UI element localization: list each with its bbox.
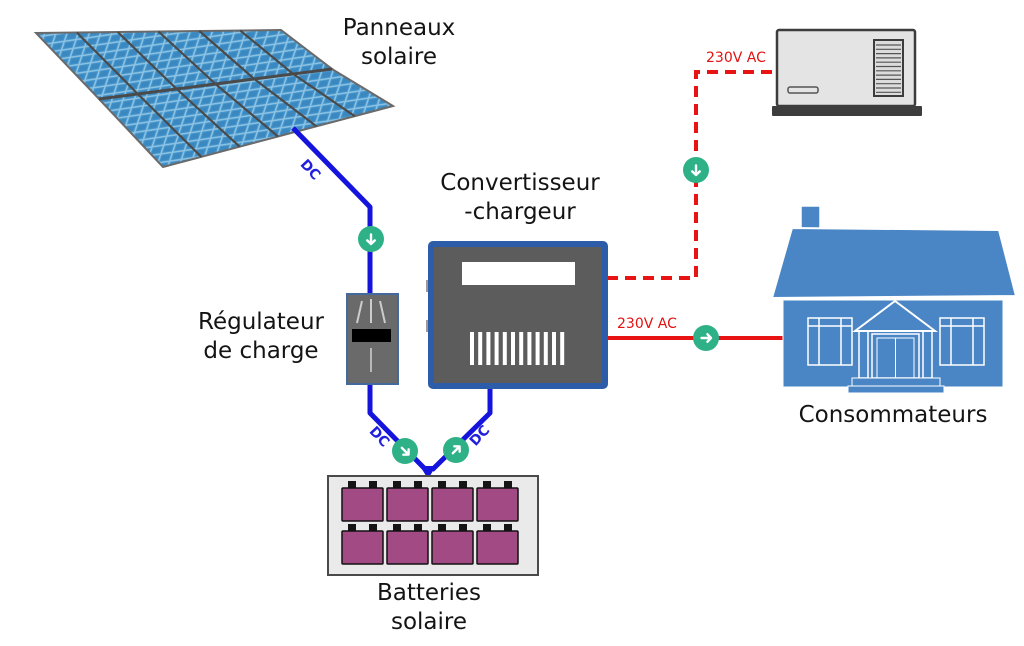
converter-vents bbox=[470, 332, 565, 365]
converter-label: Convertisseur -chargeur bbox=[440, 169, 599, 227]
generator-handle bbox=[787, 86, 819, 94]
battery-cells bbox=[341, 487, 519, 565]
dc-wire-panels-to-regulator bbox=[291, 126, 373, 294]
panels-label-line2: solaire bbox=[360, 44, 438, 70]
ac-wire-label-generator: 230V AC bbox=[706, 50, 766, 66]
regulator-label: Régulateur de charge bbox=[198, 308, 324, 366]
house-roof bbox=[770, 226, 1018, 300]
battery-bank-graphic bbox=[327, 475, 539, 576]
generator-graphic bbox=[772, 28, 922, 116]
solar-panel-rails bbox=[76, 29, 356, 158]
flow-right-badge-ac-icon bbox=[693, 325, 719, 351]
panels-label-line1: Panneaux bbox=[342, 15, 456, 41]
flow-badges bbox=[358, 157, 719, 464]
consumers-label: Consommateurs bbox=[798, 402, 988, 428]
charge-regulator-graphic bbox=[346, 293, 399, 385]
batteries-label-line2: solaire bbox=[390, 609, 468, 635]
regulator-label-line2: de charge bbox=[203, 338, 319, 364]
battery-terminals bbox=[348, 481, 512, 532]
house-portico bbox=[852, 299, 938, 332]
converter-display bbox=[462, 262, 575, 285]
panels-label: Panneaux solaire bbox=[343, 14, 456, 72]
regulator-label-line1: Régulateur bbox=[198, 309, 324, 335]
converter-charger-graphic bbox=[426, 241, 608, 389]
flow-down-badge-dc-icon bbox=[358, 226, 384, 252]
converter-label-line1: Convertisseur bbox=[440, 170, 600, 196]
ac-wire-generator-dashed bbox=[607, 70, 777, 280]
house-graphic bbox=[770, 205, 1018, 394]
converter-label-line2: -chargeur bbox=[464, 199, 576, 225]
house-body bbox=[782, 299, 1004, 388]
house-right-window bbox=[939, 317, 985, 366]
batteries-label: Batteries solaire bbox=[377, 579, 481, 637]
house-steps bbox=[847, 377, 945, 394]
flow-up-right-badge-dc-icon bbox=[443, 437, 469, 463]
flow-down-right-badge-dc-icon bbox=[392, 438, 418, 464]
house-left-window bbox=[807, 317, 853, 366]
flow-down-badge-ac-icon bbox=[683, 157, 709, 183]
solar-panels-graphic bbox=[33, 28, 396, 169]
batteries-label-line1: Batteries bbox=[376, 580, 482, 606]
dc-wire-arrowhead bbox=[420, 466, 436, 479]
ac-wire-label-house: 230V AC bbox=[617, 316, 677, 332]
